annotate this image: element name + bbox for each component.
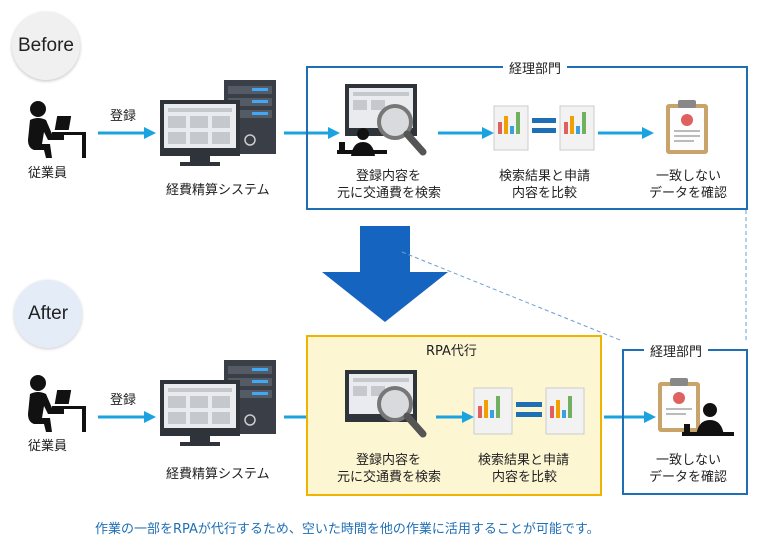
step3-label-after-line2: データを確認	[649, 470, 728, 485]
step2-label-after-line1: 検索結果と申請	[478, 453, 570, 468]
compare-docs-icon	[493, 105, 595, 151]
arrow-register	[98, 127, 156, 139]
step1-label-after-line1: 登録内容を	[356, 453, 422, 468]
arrow-rpa-step	[436, 411, 474, 423]
arrow-rpa-to-dept	[604, 411, 656, 423]
rpa-title: RPA代行	[426, 344, 477, 359]
clipboard-person-icon	[658, 378, 734, 436]
employee-label-after: 従業員	[28, 439, 68, 454]
before-label: Before	[18, 35, 74, 56]
step1-label-line2: 元に交通費を検索	[337, 186, 442, 201]
step3-label-after-line1: 一致しない	[656, 453, 722, 468]
big-down-arrow	[322, 226, 448, 322]
register-label-after: 登録	[110, 393, 137, 408]
search-monitor-icon-after	[345, 370, 427, 438]
clipboard-icon	[666, 100, 708, 154]
dept-title-before: 経理部門	[503, 58, 568, 77]
step1-label-after-line2: 元に交通費を検索	[337, 470, 442, 485]
step1-label-line1: 登録内容を	[356, 169, 422, 184]
dept-title-after: 経理部門	[644, 341, 709, 360]
system-monitor-icon	[160, 80, 276, 166]
step3-label-line1: 一致しない	[656, 169, 722, 184]
after-badge: After	[14, 280, 82, 348]
step2-label-after-line2: 内容を比較	[492, 470, 558, 485]
before-badge: Before	[12, 12, 80, 80]
arrow-register-after	[98, 411, 156, 423]
step2-label-line1: 検索結果と申請	[499, 169, 591, 184]
employee-icon	[28, 101, 86, 158]
system-label: 経費精算システム	[166, 183, 270, 198]
employee-label: 従業員	[28, 166, 68, 181]
after-label: After	[27, 303, 69, 324]
footer-caption: 作業の一部をRPAが代行するため、空いた時間を他の作業に活用することが可能です。	[95, 522, 600, 537]
system-label-after: 経費精算システム	[166, 467, 270, 482]
employee-icon-after	[28, 375, 86, 432]
search-monitor-icon	[337, 84, 427, 156]
arrow-step1-to-step2	[438, 127, 494, 139]
register-label: 登録	[110, 109, 137, 124]
system-monitor-icon-after	[160, 360, 276, 446]
compare-docs-icon-after	[473, 387, 585, 435]
arrow-step2-to-step3	[598, 127, 654, 139]
step2-label-line2: 内容を比較	[512, 186, 578, 201]
step3-label-line2: データを確認	[649, 186, 728, 201]
